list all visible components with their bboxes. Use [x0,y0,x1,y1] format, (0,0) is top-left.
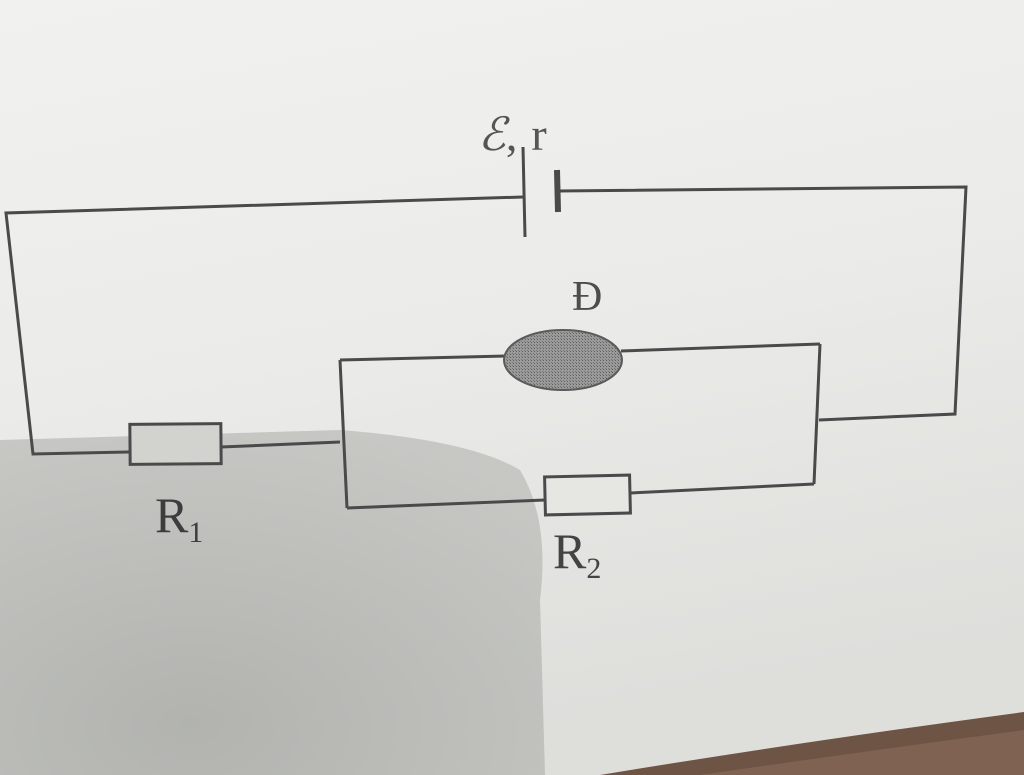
wire-r2-branch-right [629,482,815,495]
r2-label-letter: R [553,523,587,579]
r1-label-subscript: 1 [188,516,203,549]
battery-short-plate [554,169,561,213]
battery-label-separator: , [506,109,518,160]
wire-parallel-left [338,359,349,509]
wire-r2-branch-left [346,498,546,510]
r2-label-subscript: 2 [586,552,601,585]
battery-internal-resistance-label: r [531,109,546,160]
table-edge-highlight [700,730,1024,775]
svg-text:R1: R1 [155,487,203,549]
lamp-label: Đ [572,274,602,320]
shadow-region [0,430,545,775]
wire-top-left [4,195,524,456]
svg-text:R2: R2 [553,523,601,585]
battery-emf-label: ℰ [478,109,510,160]
wire-lamp-branch-right [620,342,821,353]
wire-top-right [557,185,968,422]
lamp-symbol [503,329,623,391]
svg-text:ℰ,r: ℰ, r [478,109,547,160]
wire-r1-to-junction [220,440,341,449]
resistor-r2-symbol [543,473,632,517]
r1-label-letter: R [155,487,189,543]
wire-lamp-branch-left [339,354,507,362]
wire-parallel-right [812,343,822,485]
battery-long-plate [521,146,527,238]
resistor-r1-symbol [128,422,223,466]
